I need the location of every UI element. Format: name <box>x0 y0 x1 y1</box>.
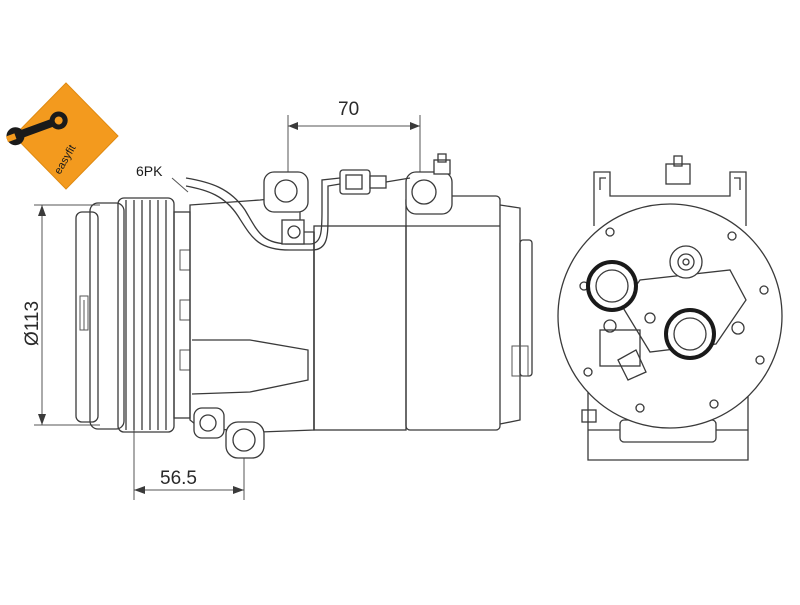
dimension-width-label: 70 <box>338 99 359 120</box>
compressor-rear-view <box>557 155 783 461</box>
wrench-icon <box>5 111 68 146</box>
easyfit-badge: easyfit <box>5 82 119 190</box>
dimension-offset-label: 56.5 <box>160 468 197 489</box>
dimension-diameter: Ø113 <box>22 204 100 426</box>
dimension-diameter-label: Ø113 <box>22 301 43 346</box>
badge-diamond <box>13 82 119 190</box>
dimension-offset: 56.5 <box>133 425 245 500</box>
belt-type-label: 6PK <box>136 163 163 179</box>
compressor-side-view <box>75 153 533 459</box>
